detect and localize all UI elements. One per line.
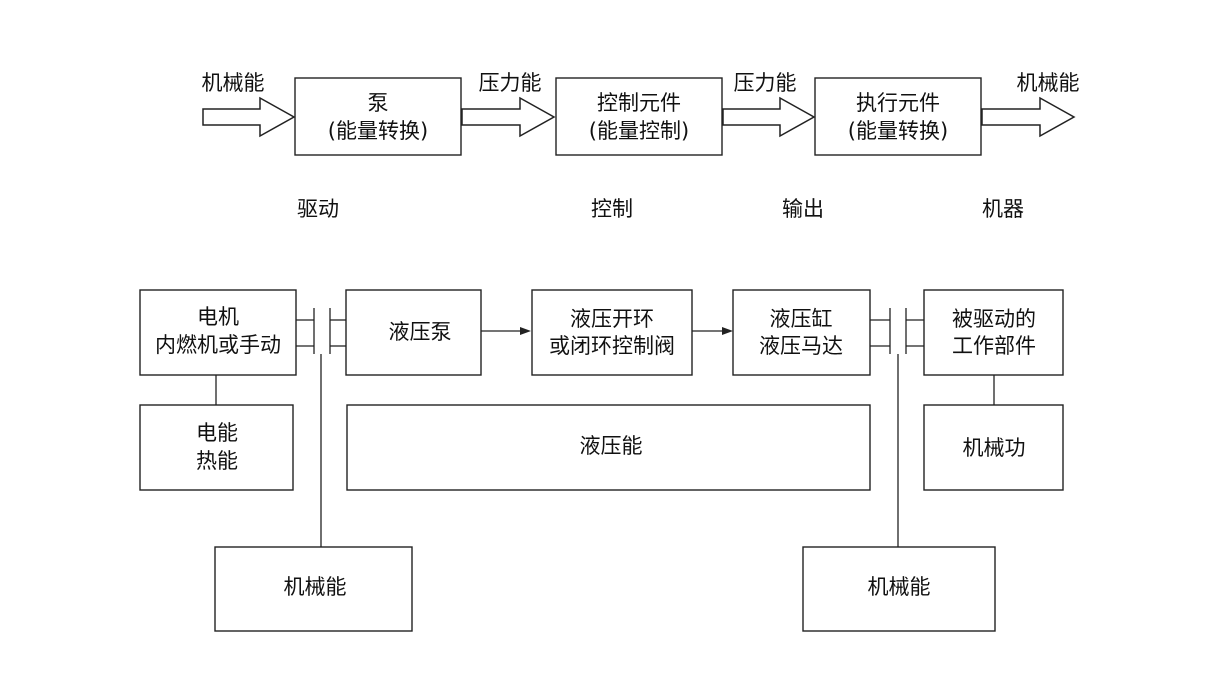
control-element-line2: (能量控制) — [589, 119, 689, 143]
actuator-line2: (能量转换) — [848, 119, 948, 143]
pump-to-valve-arrow — [481, 327, 531, 335]
bottom-component-flow: 电机 内燃机或手动 液压泵 液压开环 或闭环控制阀 液压缸 — [139, 289, 1064, 632]
driven-part-line2: 工作部件 — [952, 334, 1036, 358]
control-valve-line2: 或闭环控制阀 — [549, 334, 675, 358]
motor-box — [139, 289, 297, 376]
mechanical-work-box — [923, 404, 1064, 491]
stage-label-machine: 机器 — [982, 197, 1024, 221]
pressure-energy-label-1: 压力能 — [479, 71, 542, 95]
pump-box-line1: 泵 — [368, 91, 389, 115]
control-element-box — [555, 77, 723, 156]
pressure-arrow-1 — [461, 96, 556, 138]
hydraulic-energy-label: 液压能 — [580, 434, 643, 458]
actuator-box — [814, 77, 982, 156]
hydraulic-pump-label: 液压泵 — [389, 320, 452, 344]
hydraulic-pump-box — [345, 289, 482, 376]
top-output-arrow — [981, 96, 1076, 138]
pressure-energy-label-2: 压力能 — [734, 71, 797, 95]
driven-part-box — [923, 289, 1064, 376]
motor-line1: 电机 — [197, 305, 239, 329]
driven-part-line1: 被驱动的 — [952, 307, 1036, 331]
pump-box-line2: (能量转换) — [328, 119, 428, 143]
pump-box — [294, 77, 462, 156]
mechanical-work-label: 机械功 — [963, 436, 1026, 460]
control-valve-box — [531, 289, 693, 376]
top-input-label: 机械能 — [202, 71, 265, 95]
stage-label-drive: 驱动 — [297, 197, 339, 221]
stage-label-control: 控制 — [591, 197, 633, 221]
left-coupling-symbol — [296, 308, 346, 354]
thermal-energy-label: 热能 — [196, 449, 238, 473]
mechanical-energy-right-label: 机械能 — [868, 575, 931, 599]
top-input-arrow — [202, 96, 296, 138]
mechanical-energy-box-right — [802, 546, 996, 632]
top-energy-flow: 机械能 泵 (能量转换) 压力能 控制元件 (能量控制) 压力能 执行元件 (能… — [202, 71, 1080, 156]
valve-to-cylinder-arrow — [692, 327, 733, 335]
control-element-line1: 控制元件 — [597, 91, 681, 115]
control-valve-line1: 液压开环 — [570, 307, 654, 331]
hydraulic-energy-box — [346, 404, 871, 491]
electric-energy-label: 电能 — [196, 421, 238, 445]
actuator-line1: 执行元件 — [856, 91, 940, 115]
mechanical-energy-box-left — [214, 546, 413, 632]
stage-labels: 驱动 控制 输出 机器 — [297, 197, 1024, 221]
cylinder-motor-box — [732, 289, 871, 376]
electric-thermal-energy-box — [139, 404, 294, 491]
cylinder-motor-line1: 液压缸 — [770, 307, 833, 331]
pressure-arrow-2 — [722, 96, 816, 138]
mechanical-energy-left-label: 机械能 — [284, 575, 347, 599]
motor-line2: 内燃机或手动 — [155, 333, 281, 357]
right-coupling-symbol — [870, 308, 924, 354]
stage-label-output: 输出 — [782, 197, 824, 221]
cylinder-motor-line2: 液压马达 — [759, 334, 843, 358]
top-output-label: 机械能 — [1017, 71, 1080, 95]
